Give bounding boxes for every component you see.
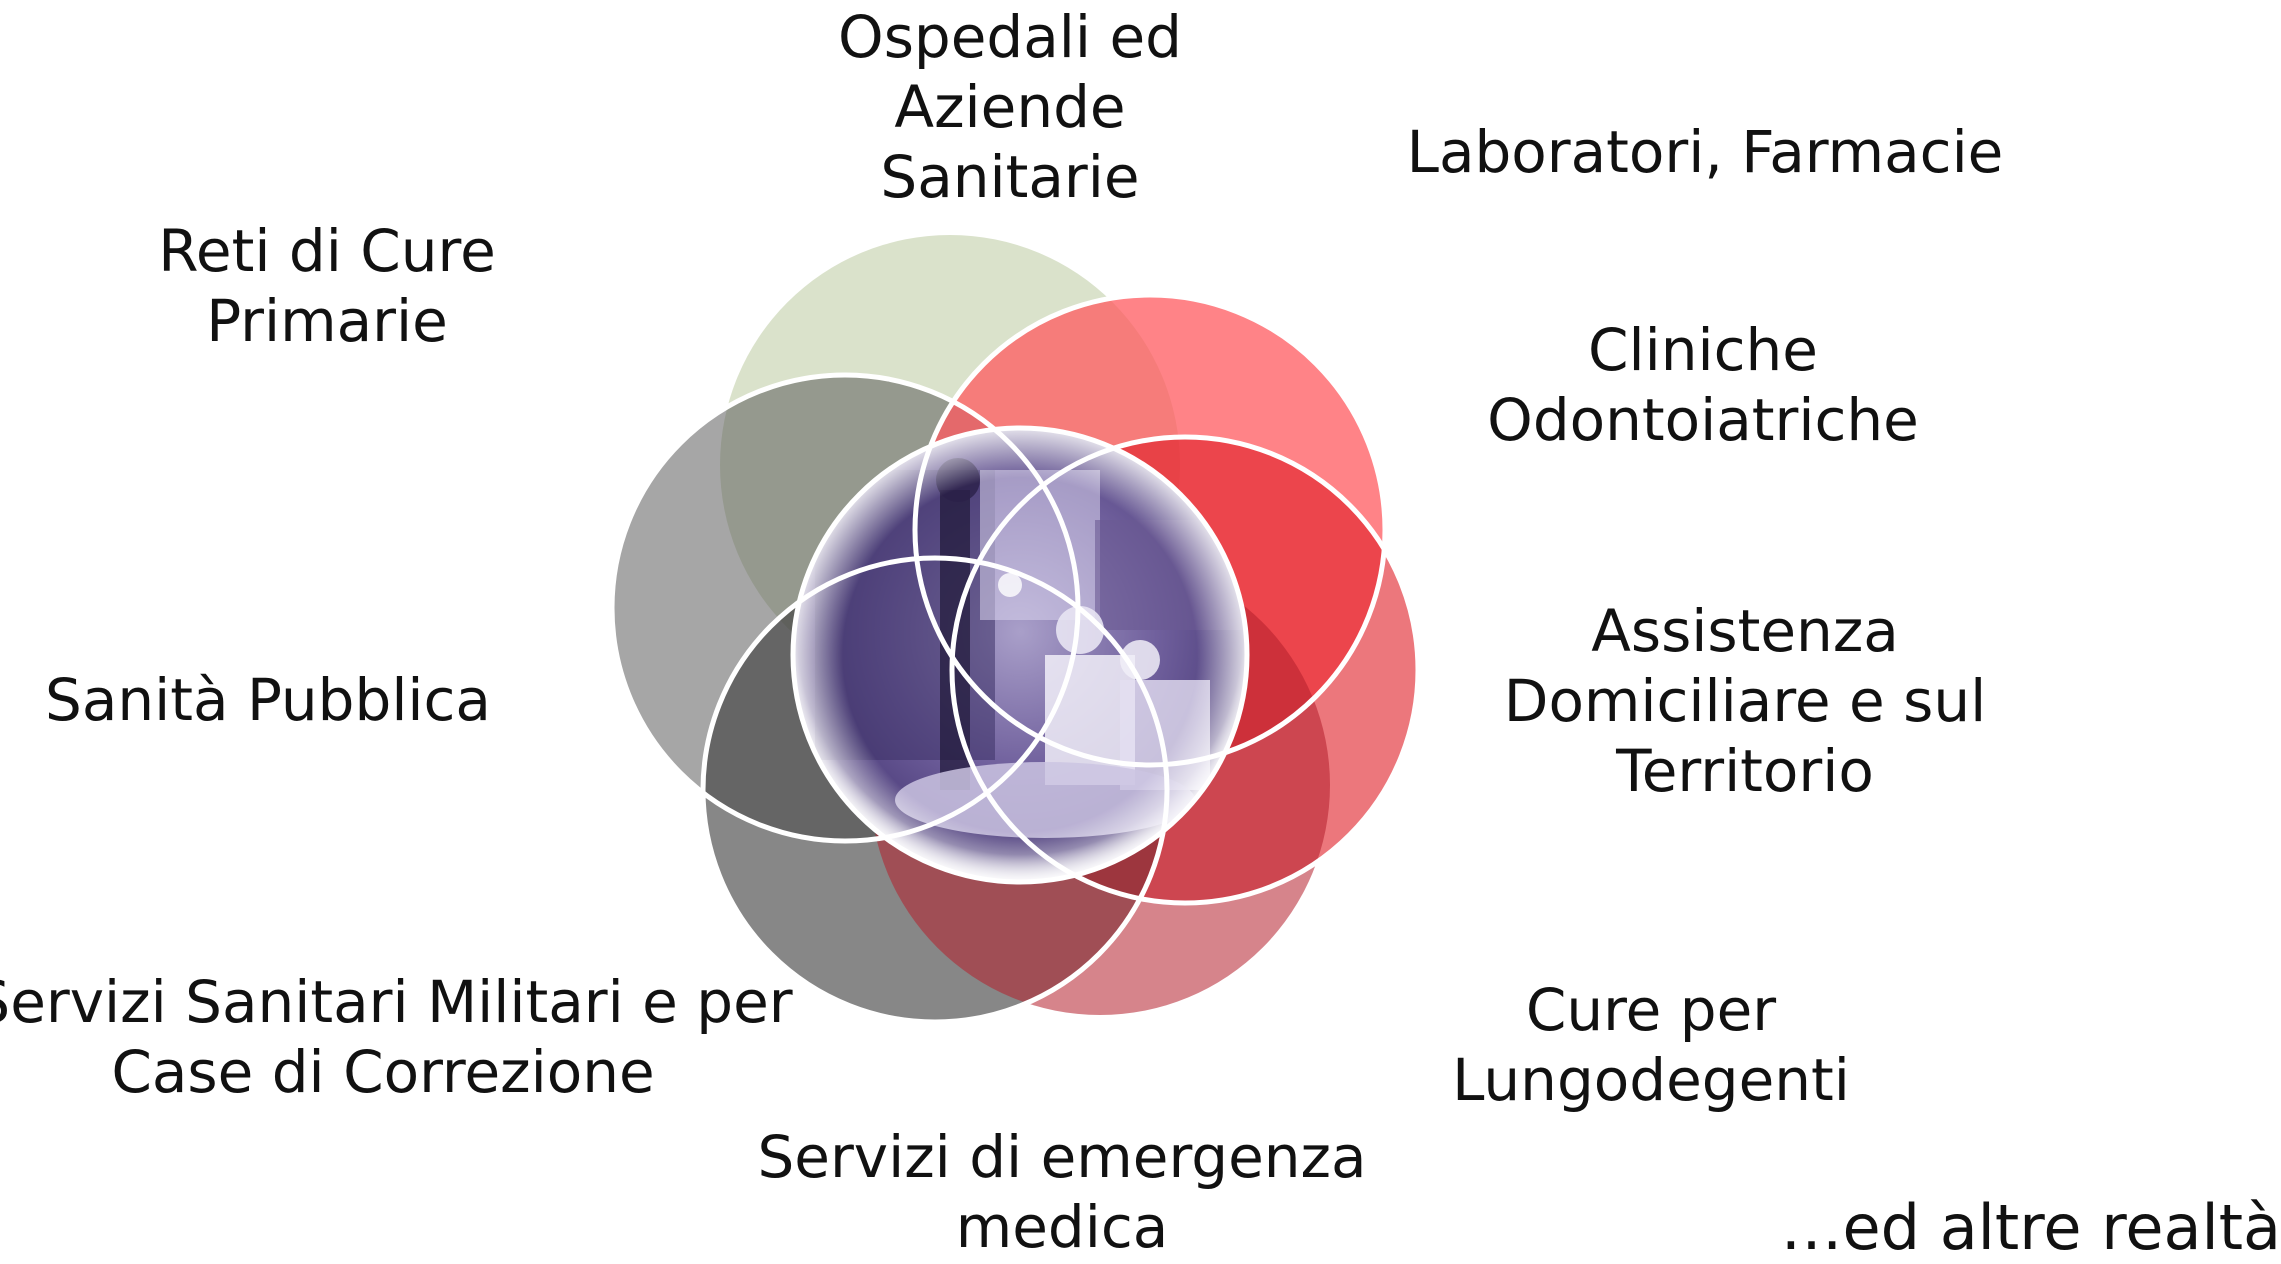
- label-cliniche: Cliniche Odontoiatriche: [1487, 315, 1919, 455]
- label-emergenza: Servizi di emergenza medica: [757, 1122, 1366, 1262]
- label-line: Sanità Pubblica: [45, 666, 491, 734]
- label-line: Reti di Cure: [158, 217, 496, 285]
- label-line: Cliniche: [1588, 316, 1818, 384]
- label-line: Cure per: [1525, 976, 1777, 1044]
- label-sanita-pubblica: Sanità Pubblica: [45, 665, 491, 735]
- label-line: Servizi di emergenza: [757, 1123, 1367, 1191]
- label-line: Lungodegenti: [1452, 1046, 1850, 1114]
- label-line: Assistenza: [1591, 597, 1899, 665]
- label-line: Ospedali ed: [838, 3, 1182, 71]
- ring-right: [949, 434, 1421, 906]
- label-line: Servizi Sanitari Militari e per: [0, 968, 793, 1036]
- ring-outlines: [609, 292, 1421, 1025]
- label-line: Odontoiatriche: [1487, 386, 1919, 454]
- label-assistenza: Assistenza Domiciliare e sul Territorio: [1504, 596, 1986, 806]
- label-laboratori: Laboratori, Farmacie: [1407, 117, 2004, 187]
- label-line: Laboratori, Farmacie: [1406, 118, 2004, 186]
- label-line: Domiciliare e sul: [1503, 667, 1987, 735]
- label-reti: Reti di Cure Primarie: [158, 216, 496, 356]
- footer-note: …ed altre realtà: [1780, 1191, 2281, 1264]
- label-ospedali: Ospedali ed Aziende Sanitarie: [838, 2, 1182, 212]
- ring-center: [790, 425, 1250, 885]
- label-line: Aziende: [894, 73, 1126, 141]
- label-line: medica: [955, 1193, 1169, 1261]
- ring-upper-right: [912, 292, 1388, 768]
- label-line: Primarie: [206, 287, 448, 355]
- label-servizi-militari: Servizi Sanitari Militari e per Case di …: [0, 967, 793, 1107]
- ring-lower-left: [700, 555, 1170, 1025]
- label-cure-lungodegenti: Cure per Lungodegenti: [1452, 975, 1850, 1115]
- label-line: Territorio: [1616, 737, 1874, 805]
- label-line: Case di Correzione: [111, 1038, 655, 1106]
- label-line: Sanitarie: [880, 143, 1140, 211]
